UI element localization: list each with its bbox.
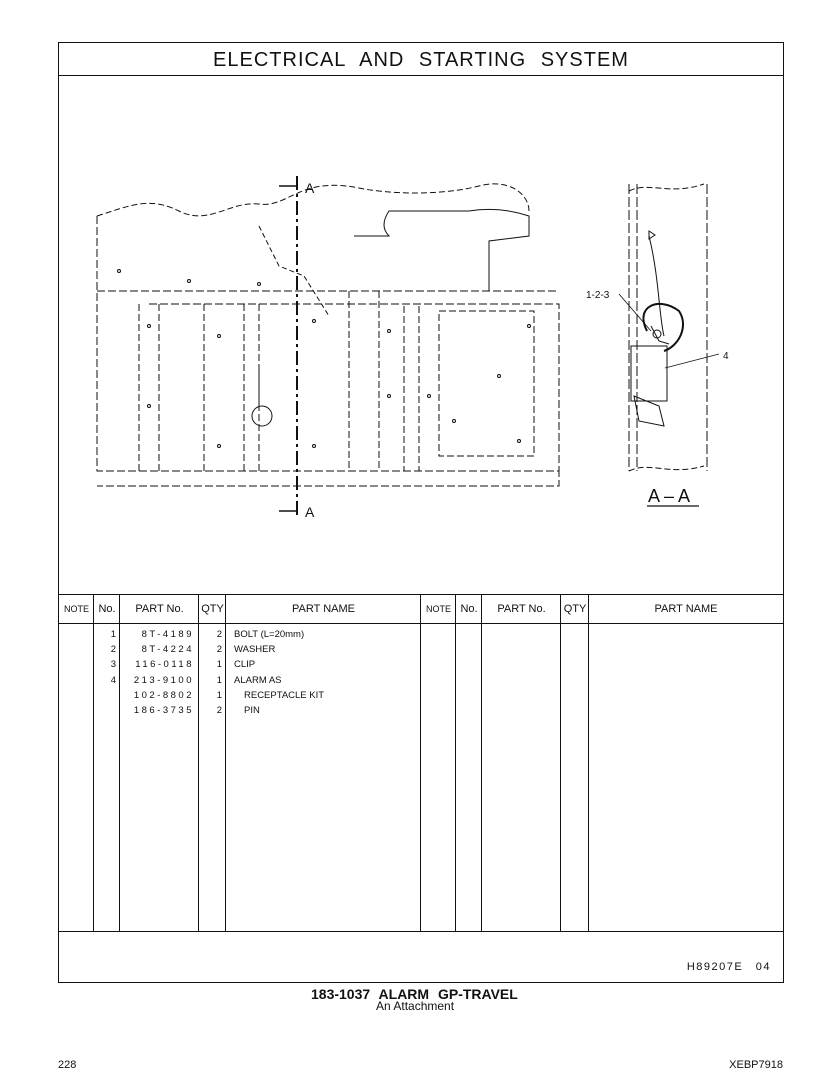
table-cell-part-no: 186-3735 <box>133 705 194 716</box>
table-cell-qty: 2 <box>216 705 222 716</box>
header-qty: QTY <box>201 603 224 615</box>
table-cell-part-name: CLIP <box>234 659 256 671</box>
header-qty: QTY <box>563 603 587 615</box>
group-title: 183-1037 ALARM GP-TRAVEL <box>311 986 518 1002</box>
col-no-right <box>456 595 482 931</box>
col-partno-left <box>120 595 199 931</box>
header-part-no: PART No. <box>497 603 546 615</box>
table-cell-part-no: 8T-4224 <box>141 644 194 656</box>
col-note-right <box>421 595 456 931</box>
table-cell-part-name: WASHER <box>234 644 276 656</box>
table-cell-qty: 2 <box>216 629 222 640</box>
table-cell-qty: 1 <box>216 659 222 671</box>
callout-item-4: 4 <box>723 351 729 362</box>
table-cell-qty: 1 <box>216 674 222 686</box>
header-part-name: PART NAME <box>292 603 355 615</box>
page-title: ELECTRICAL AND STARTING SYSTEM <box>59 43 783 76</box>
table-cell-no: 3 <box>110 659 116 671</box>
header-note: NOTE <box>425 604 451 614</box>
col-no-left <box>94 595 120 931</box>
table-cell-part-no: 102-8802 <box>133 689 194 701</box>
table-cell-part-no: 213-9100 <box>133 674 194 686</box>
view-label: A – A <box>648 486 690 506</box>
table-cell-no: 1 <box>110 629 116 640</box>
callout-items-1-2-3: 1-2-3 <box>586 290 610 301</box>
table-cell-qty: 2 <box>216 644 222 656</box>
col-partno-right <box>482 595 561 931</box>
table-cell-part-name: BOLT (L=20mm) <box>234 629 305 640</box>
page-frame: ELECTRICAL AND STARTING SYSTEM A <box>58 42 784 983</box>
section-marker-top: A <box>305 180 315 196</box>
table-cell-qty: 1 <box>216 689 222 701</box>
table-cell-no: 4 <box>110 674 116 686</box>
header-no: No. <box>98 603 116 615</box>
table-cell-part-no: 116-0118 <box>135 659 194 671</box>
table-cell-part-name: PIN <box>244 705 260 716</box>
col-qty-left <box>199 595 226 931</box>
table-cell-no <box>94 688 116 703</box>
page-number: 228 <box>58 1059 77 1071</box>
header-note: NOTE <box>63 604 89 614</box>
header-part-no: PART No. <box>135 603 184 615</box>
table-header-row <box>59 595 783 624</box>
parts-illustration: A A 1-2-3 4 A – A <box>96 176 729 520</box>
header-part-name: PART NAME <box>654 603 718 615</box>
table-cell-part-no: 8T-4189 <box>141 629 194 640</box>
col-note-left <box>59 595 94 931</box>
illustration-code: H89207E 04 <box>686 961 771 973</box>
col-qty-right <box>561 595 589 931</box>
section-marker-bottom: A <box>305 504 315 520</box>
table-cell-part-name: ALARM AS <box>234 674 282 686</box>
group-subtitle: An Attachment <box>376 999 455 1013</box>
frame-main-view: A A <box>96 176 560 520</box>
table-cell-no <box>94 703 116 718</box>
parts-list-table: NOTE No. PART No. QTY PART NAME NOTE No.… <box>59 594 783 932</box>
header-no: No. <box>460 603 478 615</box>
section-view-a-a: 1-2-3 4 A – A <box>586 183 729 507</box>
col-partname-left <box>226 595 421 931</box>
document-number: XEBP7918 <box>729 1059 783 1071</box>
table-cell-no: 2 <box>110 644 116 656</box>
table-cell-part-name: RECEPTACLE KIT <box>244 689 325 701</box>
